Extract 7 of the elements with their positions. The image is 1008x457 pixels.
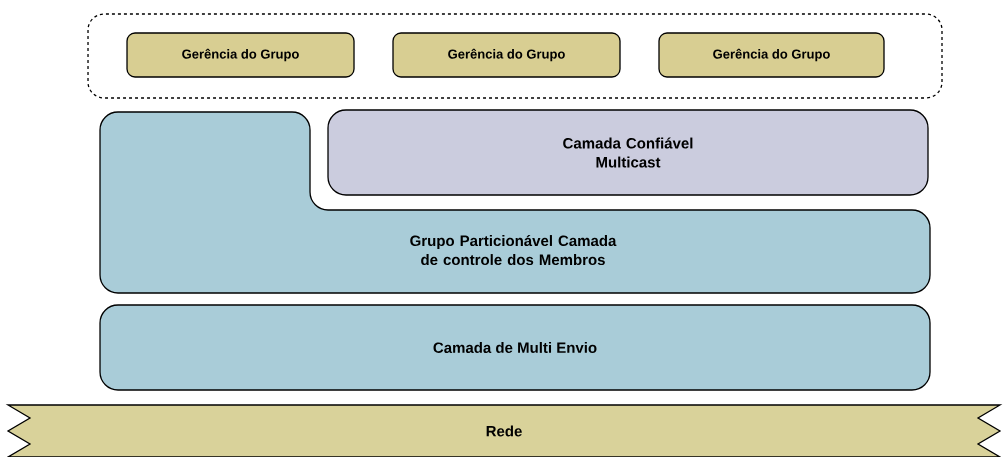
layer-box: Camada de Multi Envio: [99, 304, 931, 391]
layer-box: Camada Confiável Multicast: [327, 109, 929, 196]
group-management-box: Gerência do Grupo: [658, 32, 885, 78]
network-band: Rede: [5, 404, 1003, 457]
group-management-box: Gerência do Grupo: [126, 32, 355, 78]
dashed-group-box: [87, 13, 943, 99]
group-management-box: Gerência do Grupo: [392, 32, 621, 78]
